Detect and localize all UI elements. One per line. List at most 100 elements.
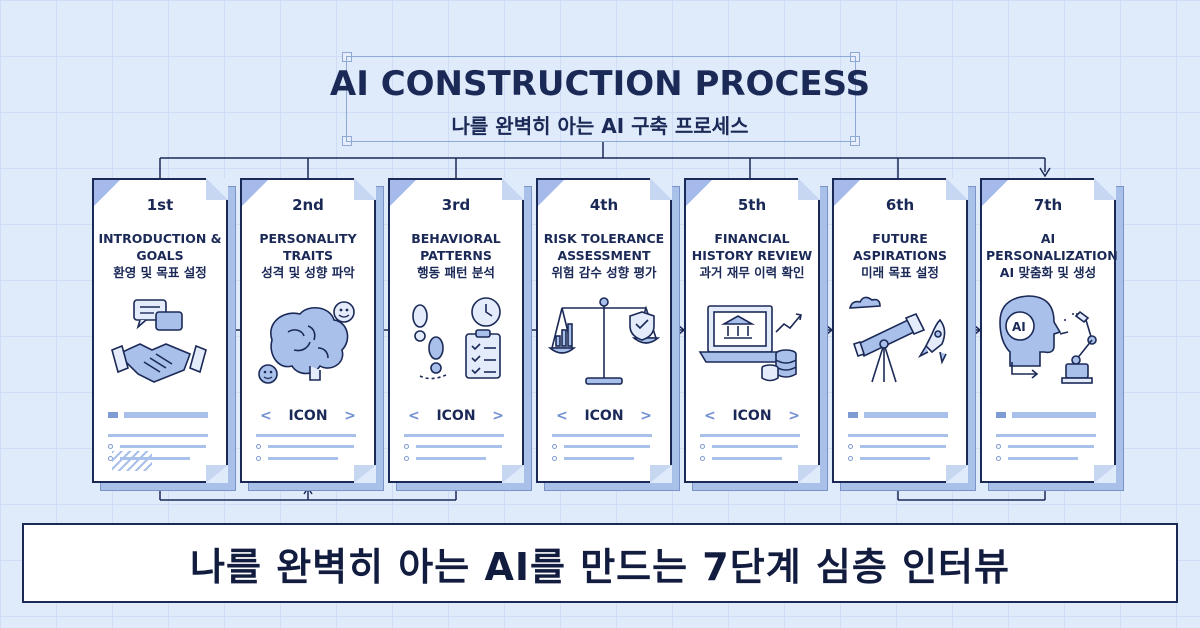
step-number: 3rd: [441, 196, 471, 214]
placeholder-line: [712, 457, 782, 460]
chevron-left-icon: <: [260, 408, 272, 424]
corner-accent: [390, 180, 416, 206]
header: AI CONSTRUCTION PROCESS 나를 완벽히 아는 AI 구축 …: [0, 62, 1200, 139]
chevron-right-icon: >: [492, 408, 504, 424]
hatch-pattern: [112, 451, 152, 471]
bullet-icon: [996, 444, 1001, 449]
step-title-ko: AI 맞춤화 및 생성: [999, 265, 1097, 280]
bullet-icon: [552, 444, 557, 449]
step-title-en: BEHAVIORAL PATTERNS: [411, 231, 501, 263]
telescope-rocket-icon: [844, 292, 956, 392]
svg-text:AI: AI: [1012, 320, 1026, 334]
corner-marker: [342, 52, 352, 62]
step-title: BEHAVIORAL PATTERNS 행동 패턴 분석: [394, 230, 518, 281]
placeholder-line: [996, 434, 1096, 437]
bullet-icon: [108, 444, 113, 449]
placeholder-line: [108, 434, 208, 437]
icon-label: ICON: [584, 408, 624, 424]
placeholder-line: [564, 445, 650, 448]
placeholder-line: [860, 445, 946, 448]
corner-accent: [686, 180, 712, 206]
step-card-2: 2nd PERSONALITY TRAITS 성격 및 성향 파악: [240, 178, 376, 483]
placeholder-line: [120, 445, 206, 448]
placeholder-line: [268, 445, 354, 448]
step-title-ko: 환영 및 목표 설정: [113, 265, 207, 280]
handshake-chat-icon: [104, 292, 216, 392]
step-title-en: INTRODUCTION & GOALS: [98, 231, 222, 263]
page-fold-bottom: [650, 465, 672, 483]
placeholder-line: [416, 445, 502, 448]
page-fold: [798, 178, 820, 200]
banner-text: 나를 완벽히 아는 AI를 만드는 7단계 심층 인터뷰: [190, 544, 1010, 589]
step-title: FUTURE ASPIRATIONS 미래 목표 설정: [838, 230, 962, 281]
page-fold-bottom: [502, 465, 524, 483]
corner-accent: [834, 180, 860, 206]
icon-label: ICON: [436, 408, 476, 424]
step-title-en: AI PERSONALIZATION: [986, 231, 1118, 263]
bullet-icon: [404, 444, 409, 449]
chevron-left-icon: <: [704, 408, 716, 424]
step-title: PERSONALITY TRAITS 성격 및 성향 파악: [246, 230, 370, 281]
page-fold: [206, 178, 228, 200]
page-fold: [946, 178, 968, 200]
placeholder-marker: [108, 412, 118, 418]
page-fold-bottom: [206, 465, 228, 483]
bullet-icon: [996, 456, 1001, 461]
placeholder-marker: [848, 412, 858, 418]
step-title-en: PERSONALITY TRAITS: [259, 231, 357, 263]
step-card-4: 4th RISK TOLERANCE ASSESSMENT 위험 감수 성향 평…: [536, 178, 672, 483]
placeholder-line: [700, 434, 800, 437]
laptop-bank-coins-icon: [696, 292, 808, 392]
bullet-icon: [404, 456, 409, 461]
step-number: 7th: [1033, 196, 1063, 214]
placeholder-line: [1012, 412, 1096, 418]
corner-accent: [538, 180, 564, 206]
icon-label: ICON: [288, 408, 328, 424]
corner-accent: [242, 180, 268, 206]
title-frame: [346, 56, 856, 142]
bottom-banner: 나를 완벽히 아는 AI를 만드는 7단계 심층 인터뷰: [22, 523, 1178, 603]
step-title-ko: 과거 재무 이력 확인: [699, 265, 805, 280]
placeholder-line: [564, 457, 634, 460]
page-title: AI CONSTRUCTION PROCESS: [329, 64, 871, 104]
bullet-icon: [256, 444, 261, 449]
step-title: RISK TOLERANCE ASSESSMENT 위험 감수 성향 평가: [542, 230, 666, 281]
placeholder-line: [1008, 457, 1078, 460]
page-fold-bottom: [946, 465, 968, 483]
placeholder-line: [712, 445, 798, 448]
corner-accent: [94, 180, 120, 206]
step-card-3: 3rd BEHAVIORAL PATTERNS 행동 패턴 분석: [388, 178, 524, 483]
step-title-en: RISK TOLERANCE ASSESSMENT: [543, 231, 665, 263]
step-title-ko: 위험 감수 성향 평가: [551, 265, 657, 280]
bullet-icon: [848, 456, 853, 461]
placeholder-line: [256, 434, 356, 437]
bullet-icon: [552, 456, 557, 461]
placeholder-line: [120, 457, 190, 460]
ai-head-robot-arm-icon: AI: [992, 292, 1104, 392]
step-title-ko: 미래 목표 설정: [861, 265, 939, 280]
step-number: 6th: [885, 196, 915, 214]
placeholder-line: [404, 434, 504, 437]
brain-smiley-icon: [252, 292, 364, 392]
bullet-icon: [256, 456, 261, 461]
chevron-right-icon: >: [788, 408, 800, 424]
balance-scale-shield-icon: [547, 292, 661, 392]
corner-accent: [982, 180, 1008, 206]
footprints-clock-icon: [400, 292, 512, 392]
bullet-icon: [700, 444, 705, 449]
step-number: 4th: [589, 196, 619, 214]
step-title: INTRODUCTION & GOALS 환영 및 목표 설정: [98, 230, 222, 281]
page-subtitle: 나를 완벽히 아는 AI 구축 프로세스: [451, 114, 749, 138]
step-title-ko: 행동 패턴 분석: [417, 265, 495, 280]
placeholder-marker: [996, 412, 1006, 418]
step-title-ko: 성격 및 성향 파악: [261, 265, 355, 280]
step-number: 5th: [737, 196, 767, 214]
placeholder-line: [552, 434, 652, 437]
chevron-right-icon: >: [640, 408, 652, 424]
placeholder-line: [268, 457, 338, 460]
page-fold: [650, 178, 672, 200]
step-title-en: FUTURE ASPIRATIONS: [852, 231, 948, 263]
page-fold: [354, 178, 376, 200]
placeholder-line: [416, 457, 486, 460]
